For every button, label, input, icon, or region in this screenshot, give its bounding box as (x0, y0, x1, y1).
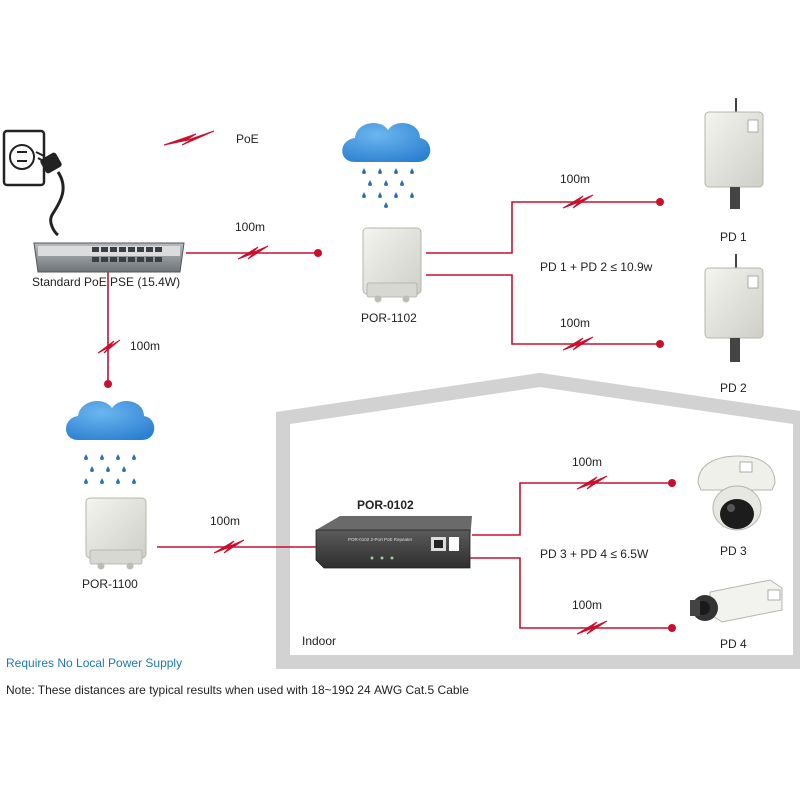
poe-bolt-icon (562, 336, 594, 351)
power-plug-icon (35, 151, 65, 237)
distance-label: 100m (560, 172, 590, 186)
endpoint-dot (656, 198, 664, 206)
poe-bolt-icon (237, 245, 269, 260)
endpoint-dot (314, 249, 322, 257)
distance-label: 100m (235, 220, 265, 234)
power-outlet-icon (2, 129, 46, 187)
poe-bolt-icon (576, 475, 608, 490)
pd4-label: PD 4 (720, 637, 747, 651)
distance-label: 100m (130, 339, 160, 353)
pd1-pd2-budget: PD 1 + PD 2 ≤ 10.9w (540, 260, 653, 274)
poe-bolt-icon (163, 130, 215, 146)
por0102-device: POR-0102 2-Port PoE Repeater (315, 516, 472, 569)
pd1-access-point-device (704, 98, 764, 209)
distance-label: 100m (572, 598, 602, 612)
cable-por0102-pd4 (470, 557, 672, 629)
distance-label: 100m (572, 455, 602, 469)
poe-bolt-icon (562, 194, 594, 209)
poe-bolt-icon (213, 539, 245, 554)
por1100-device (85, 497, 147, 570)
pd1-label: PD 1 (720, 230, 747, 244)
endpoint-dot (668, 479, 676, 487)
endpoint-dot (656, 340, 664, 348)
indoor-house-outline (276, 372, 800, 669)
poe-bolt-icon (97, 339, 121, 354)
cable-por1102-pd1 (426, 201, 660, 254)
cable-poe-bolts (97, 194, 608, 635)
endpoint-dot (668, 624, 676, 632)
poe-bolt-icon (576, 620, 608, 635)
pd3-dome-camera-device (697, 455, 776, 531)
poe-switch-device (33, 242, 185, 273)
distance-labels: 100m 100m 100m 100m 100m 100m 100m (130, 172, 602, 612)
distance-label: 100m (560, 316, 590, 330)
por0102-face-text: POR-0102 2-Port PoE Repeater (348, 537, 413, 542)
por1100-label: POR-1100 (82, 577, 138, 591)
endpoint-dot (104, 380, 112, 388)
poe-legend: PoE (163, 130, 259, 146)
distance-label: 100m (210, 514, 240, 528)
pd3-pd4-budget: PD 3 + PD 4 ≤ 6.5W (540, 547, 649, 561)
cable-note: Note: These distances are typical result… (6, 683, 469, 697)
requirement-note: Requires No Local Power Supply (6, 656, 182, 670)
rain-cloud-icon (342, 123, 431, 208)
por1102-device (362, 227, 422, 303)
pd2-label: PD 2 (720, 381, 747, 395)
poe-legend-label: PoE (236, 132, 259, 146)
cable-por1102-pd2 (426, 274, 660, 345)
por0102-title: POR-0102 (357, 498, 414, 512)
cable-endpoints (104, 198, 676, 632)
pse-label: Standard PoE PSE (15.4W) (32, 275, 180, 289)
pd4-box-camera-device (690, 579, 783, 623)
cable-por0102-pd3 (472, 482, 672, 536)
pd2-access-point-device (704, 254, 764, 362)
pd3-label: PD 3 (720, 544, 747, 558)
por1102-label: POR-1102 (361, 311, 417, 325)
indoor-label: Indoor (302, 634, 336, 648)
rain-cloud-icon (66, 401, 155, 484)
